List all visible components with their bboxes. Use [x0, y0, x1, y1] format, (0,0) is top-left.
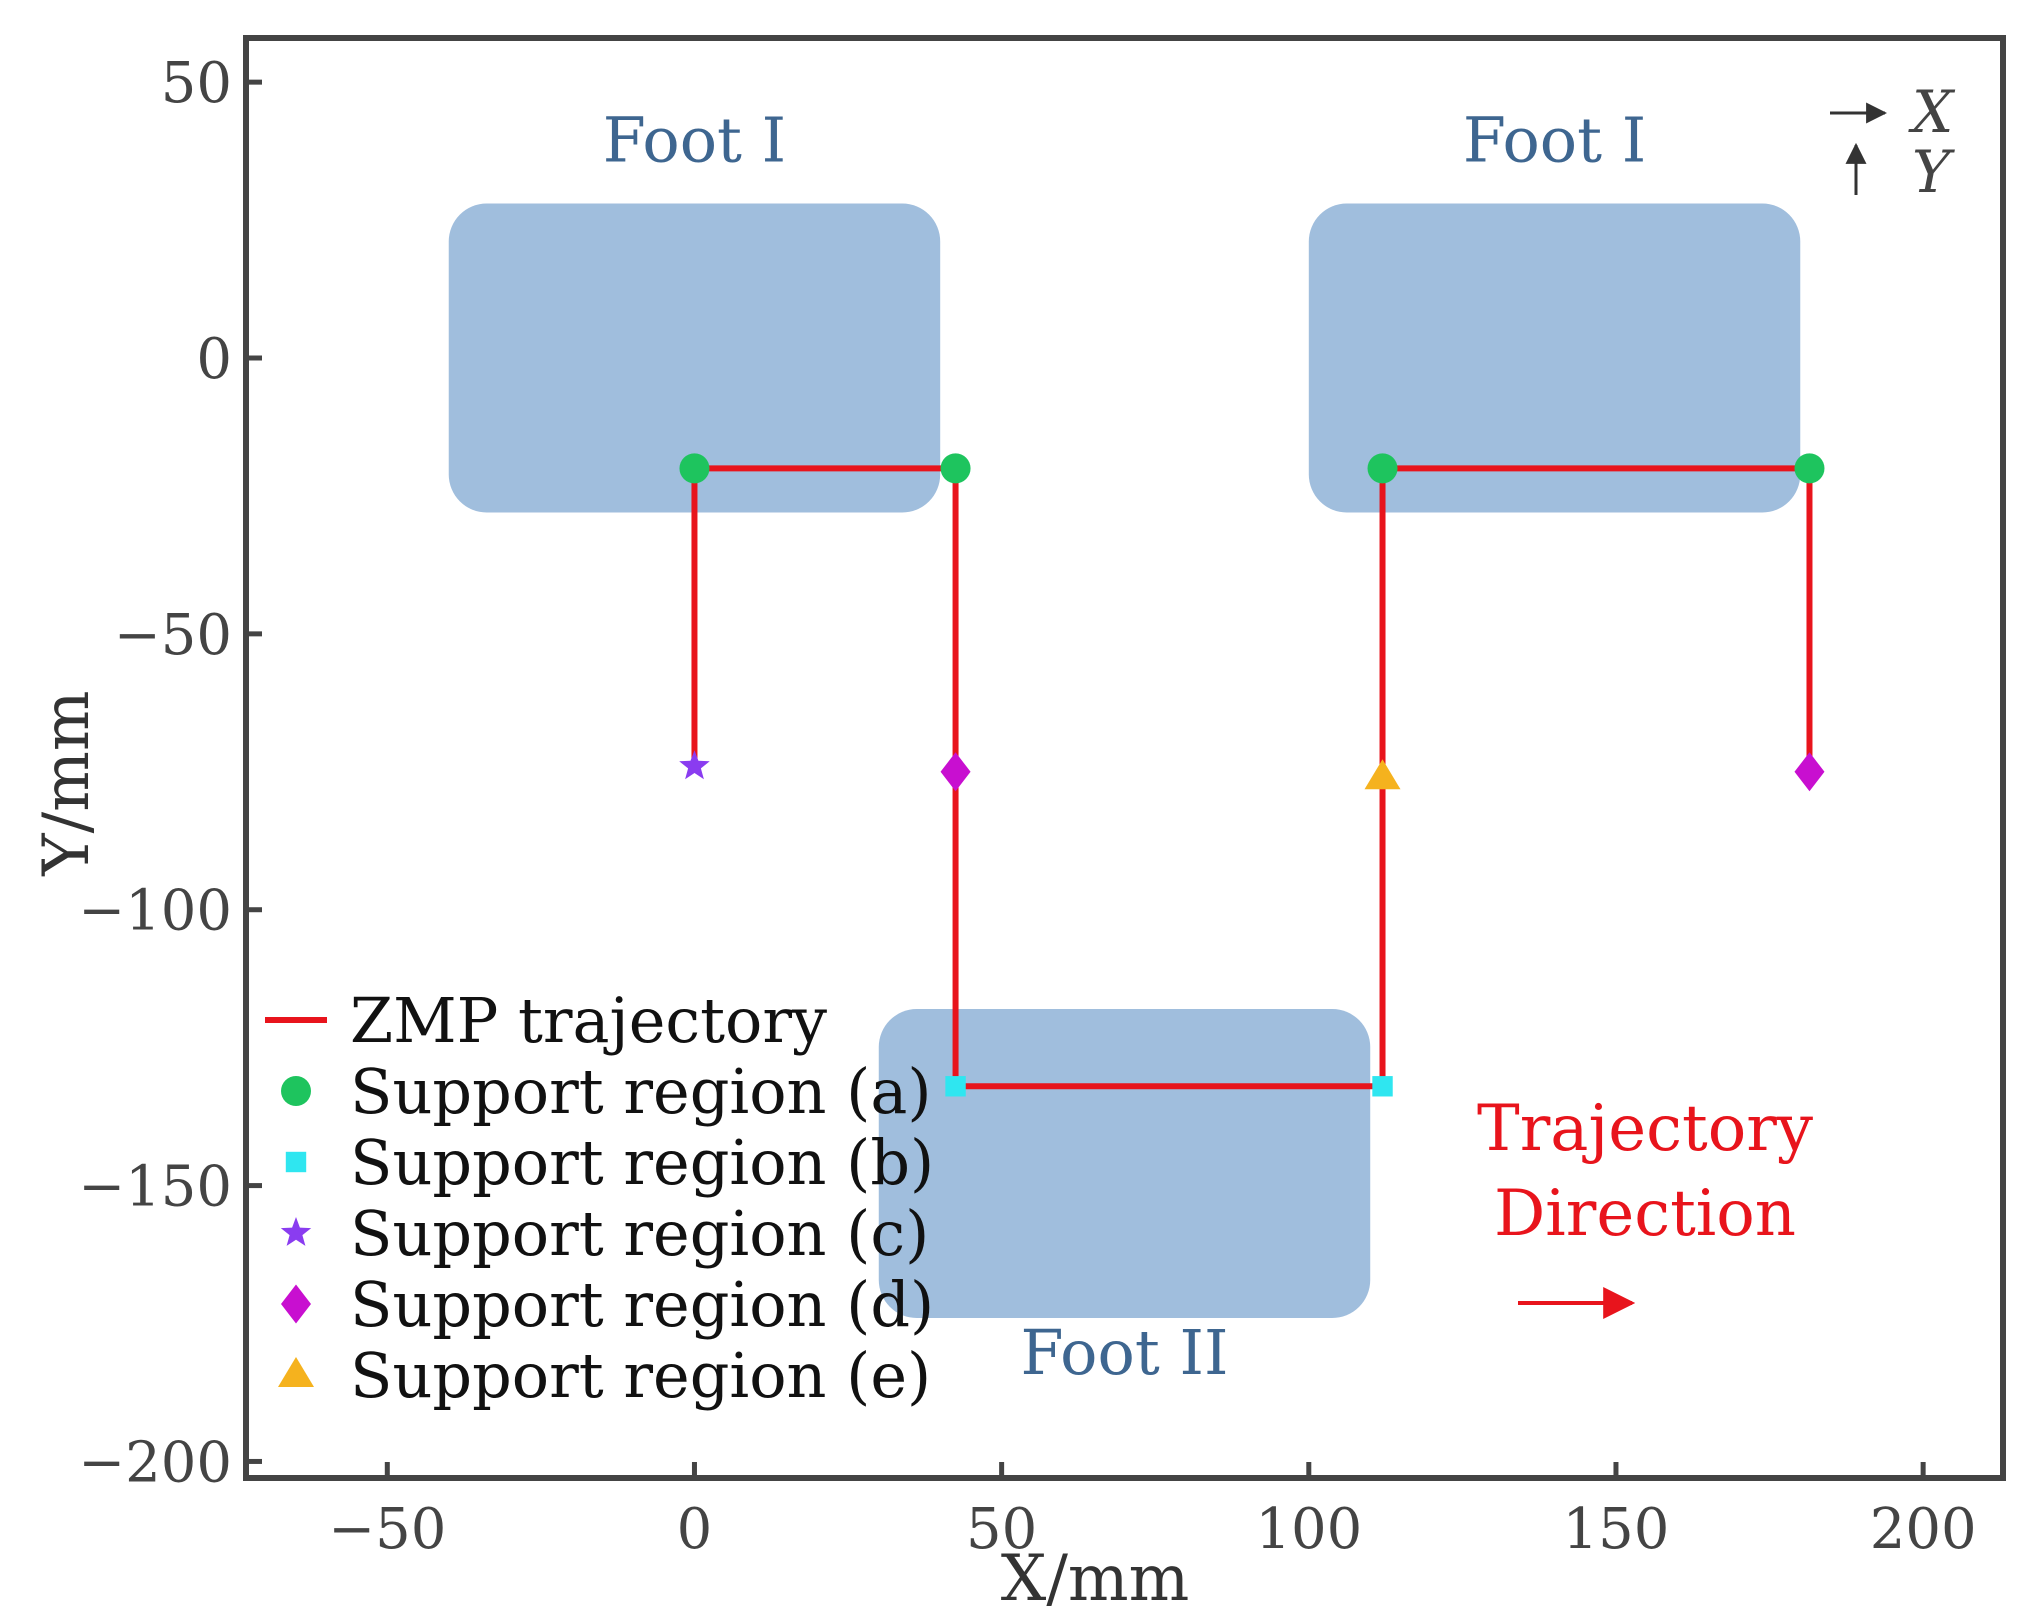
y-axis-ticks: 50 0 −50 −100 −150 −200 — [78, 51, 262, 1495]
x-tick-label: 0 — [677, 1497, 713, 1562]
y-tick-label: −150 — [78, 1155, 232, 1220]
legend-marker-swatch — [285, 1151, 307, 1173]
legend-marker-swatch — [280, 1217, 312, 1246]
legend-label: Support region (a) — [350, 1055, 932, 1128]
support-region-point — [940, 752, 971, 792]
support-region-point — [940, 453, 971, 484]
support-region-point — [1794, 453, 1825, 484]
y-direction-label: Y — [1912, 138, 1955, 206]
legend-marker-swatch — [281, 1076, 311, 1106]
y-axis-title: Y/mm — [30, 690, 104, 876]
y-tick-label: −200 — [78, 1430, 232, 1495]
x-tick-label: 100 — [1255, 1497, 1362, 1562]
foot-region-labels: Foot I Foot I Foot II — [603, 104, 1646, 1389]
foot-region-label: Foot II — [1021, 1316, 1229, 1389]
trajectory-direction-label-line1: Trajectory — [1477, 1092, 1813, 1166]
legend-label: Support region (c) — [350, 1197, 929, 1270]
support-region-markers — [679, 453, 1825, 1097]
legend-marker-swatch — [278, 1357, 314, 1387]
support-region-point — [679, 750, 710, 780]
y-tick-label: 50 — [161, 51, 232, 116]
support-region-point — [945, 1076, 966, 1097]
y-tick-label: −50 — [114, 603, 232, 668]
zmp-trajectory-line — [691, 465, 1813, 1090]
x-direction-label: X — [1908, 78, 1956, 146]
x-tick-label: −50 — [328, 1497, 446, 1562]
legend-label: Support region (e) — [350, 1339, 931, 1412]
foot-region-label: Foot I — [1463, 104, 1646, 177]
support-region-point — [1367, 453, 1398, 484]
foot-region — [878, 1009, 1371, 1318]
legend-label: ZMP trajectory — [350, 984, 827, 1057]
foot-region-label: Foot I — [603, 104, 786, 177]
y-tick-label: 0 — [196, 327, 232, 392]
x-tick-label: 50 — [966, 1497, 1037, 1562]
trajectory-direction-label-line2: Direction — [1494, 1177, 1796, 1251]
support-region-point — [679, 453, 710, 484]
x-tick-label: 150 — [1563, 1497, 1670, 1562]
legend-label: Support region (b) — [350, 1126, 934, 1199]
legend-label: Support region (d) — [350, 1268, 934, 1341]
y-axis-title-text: Y/mm — [30, 690, 104, 876]
x-axis-title-text: X/mm — [1001, 1542, 1190, 1616]
zmp-trajectory — [691, 465, 1813, 1090]
legend-marker-swatch — [281, 1284, 311, 1324]
support-region-point — [1364, 759, 1401, 790]
x-tick-label: 200 — [1870, 1497, 1977, 1562]
foot-region — [1308, 203, 1801, 513]
x-axis-ticks: −50 0 50 100 150 200 — [328, 1462, 1977, 1562]
foot-region — [448, 203, 941, 513]
support-region-point — [1372, 1076, 1393, 1097]
y-tick-label: −100 — [78, 879, 232, 944]
x-axis-title: X/mm — [1001, 1542, 1190, 1616]
support-region-point — [1794, 752, 1825, 792]
